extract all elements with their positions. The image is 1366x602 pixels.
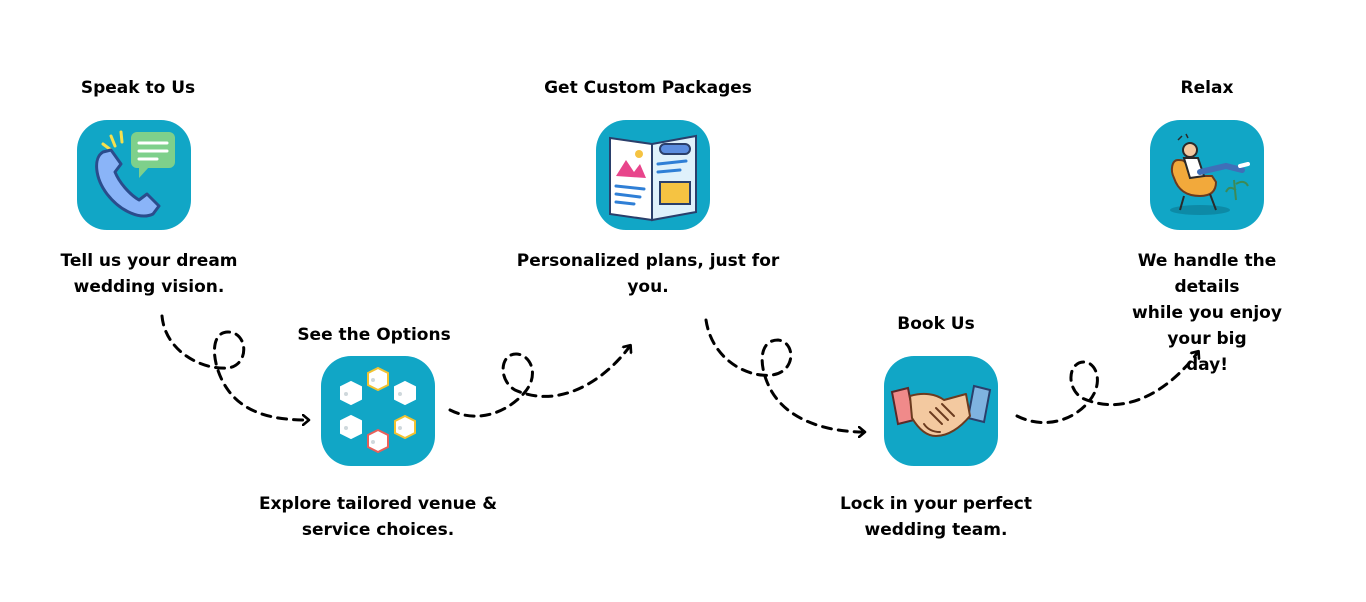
step-desc-relax: We handle the details while you enjoy yo… — [1128, 248, 1287, 378]
relaxing-person-icon — [1170, 133, 1250, 215]
connector-1-2 — [160, 314, 308, 420]
step-tile-relax — [1150, 120, 1264, 230]
phone-chat-icon — [95, 130, 175, 218]
step-title-speak: Speak to Us — [80, 78, 196, 98]
step-title-options: See the Options — [297, 325, 451, 345]
step-desc-line: Explore tailored venue & — [258, 494, 498, 514]
step-tile-packages — [596, 120, 710, 230]
step-desc-book: Lock in your perfect wedding team. — [840, 491, 1032, 543]
handshake-icon — [890, 384, 992, 437]
step-tile-book — [884, 356, 998, 466]
step-desc-line: you. — [627, 277, 669, 297]
step-desc-packages: Personalized plans, just for you. — [517, 248, 780, 300]
connector-2-3 — [448, 346, 630, 418]
step-tile-speak — [77, 120, 191, 230]
step-desc-line: Lock in your perfect — [839, 494, 1033, 514]
step-tile-options — [321, 356, 435, 466]
step-title-packages: Get Custom Packages — [544, 78, 752, 98]
step-title-book: Book Us — [897, 314, 975, 334]
step-desc-line: Tell us your dream — [60, 251, 238, 271]
step-desc-line: wedding team. — [864, 520, 1008, 540]
step-desc-line: day! — [1186, 355, 1228, 375]
step-desc-speak: Tell us your dream wedding vision. — [60, 248, 237, 300]
step-desc-line: service choices. — [301, 520, 455, 540]
connector-4-5 — [1015, 352, 1198, 424]
step-title-relax: Relax — [1180, 78, 1234, 98]
step-desc-line: wedding vision. — [73, 277, 225, 297]
step-desc-line: Personalized plans, just for — [516, 251, 780, 271]
brochure-icon — [609, 134, 697, 222]
step-desc-line: while you enjoy your big — [1132, 303, 1282, 349]
step-desc-line: We handle the details — [1137, 251, 1277, 297]
hexagon-options-icon — [340, 366, 416, 454]
connector-3-4 — [704, 318, 864, 432]
step-desc-options: Explore tailored venue & service choices… — [259, 491, 497, 543]
